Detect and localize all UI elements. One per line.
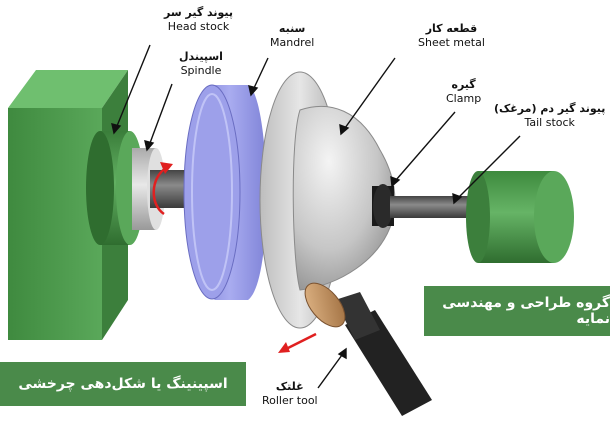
tail-stock-fa: پیوند گیر دم (مرغک) bbox=[494, 102, 606, 115]
label-roller-tool: غلتک Roller tool bbox=[262, 380, 318, 408]
spindle-en: Spindle bbox=[180, 64, 222, 77]
tail-shaft bbox=[390, 196, 480, 218]
spindle bbox=[132, 148, 165, 230]
label-head-stock: پیوند گیر سر Head stock bbox=[164, 6, 233, 34]
label-spindle: اسپیندل Spindle bbox=[179, 50, 223, 78]
sheet-metal-en: Sheet metal bbox=[418, 36, 485, 49]
spindle-fa: اسپیندل bbox=[179, 50, 223, 63]
feed-arrow bbox=[278, 332, 317, 353]
label-sheet-metal: قطعه کار Sheet metal bbox=[418, 22, 485, 50]
sheet-metal bbox=[259, 71, 396, 329]
mandrel-en: Mandrel bbox=[270, 36, 315, 49]
roller-tool-fa: غلتک bbox=[275, 380, 304, 393]
label-tail-stock: پیوند گیر دم (مرغک) Tail stock bbox=[494, 102, 605, 130]
rotation-arrow bbox=[152, 162, 173, 216]
mandrel-fa: سنبه bbox=[278, 22, 306, 35]
mandrel bbox=[183, 84, 267, 300]
group-banner: گروه طراحی و مهندسی نمایه bbox=[424, 286, 610, 336]
label-clamp: گیره Clamp bbox=[446, 78, 481, 106]
clamp bbox=[372, 184, 394, 228]
roller-tool-en: Roller tool bbox=[262, 394, 318, 407]
tail-stock-en: Tail stock bbox=[524, 116, 575, 129]
leader-lines bbox=[111, 44, 521, 389]
label-mandrel: سنبه Mandrel bbox=[270, 22, 314, 50]
head-stock-en: Head stock bbox=[167, 20, 230, 33]
clamp-en: Clamp bbox=[446, 92, 482, 105]
head-stock-fa: پیوند گیر سر bbox=[164, 6, 234, 19]
clamp-fa: گیره bbox=[451, 78, 476, 91]
process-banner: اسپینینگ یا شکل‌دهی چرخشی bbox=[0, 362, 246, 406]
tail-stock bbox=[466, 171, 574, 263]
sheet-metal-fa: قطعه کار bbox=[425, 22, 478, 35]
roller-tool bbox=[304, 282, 432, 416]
